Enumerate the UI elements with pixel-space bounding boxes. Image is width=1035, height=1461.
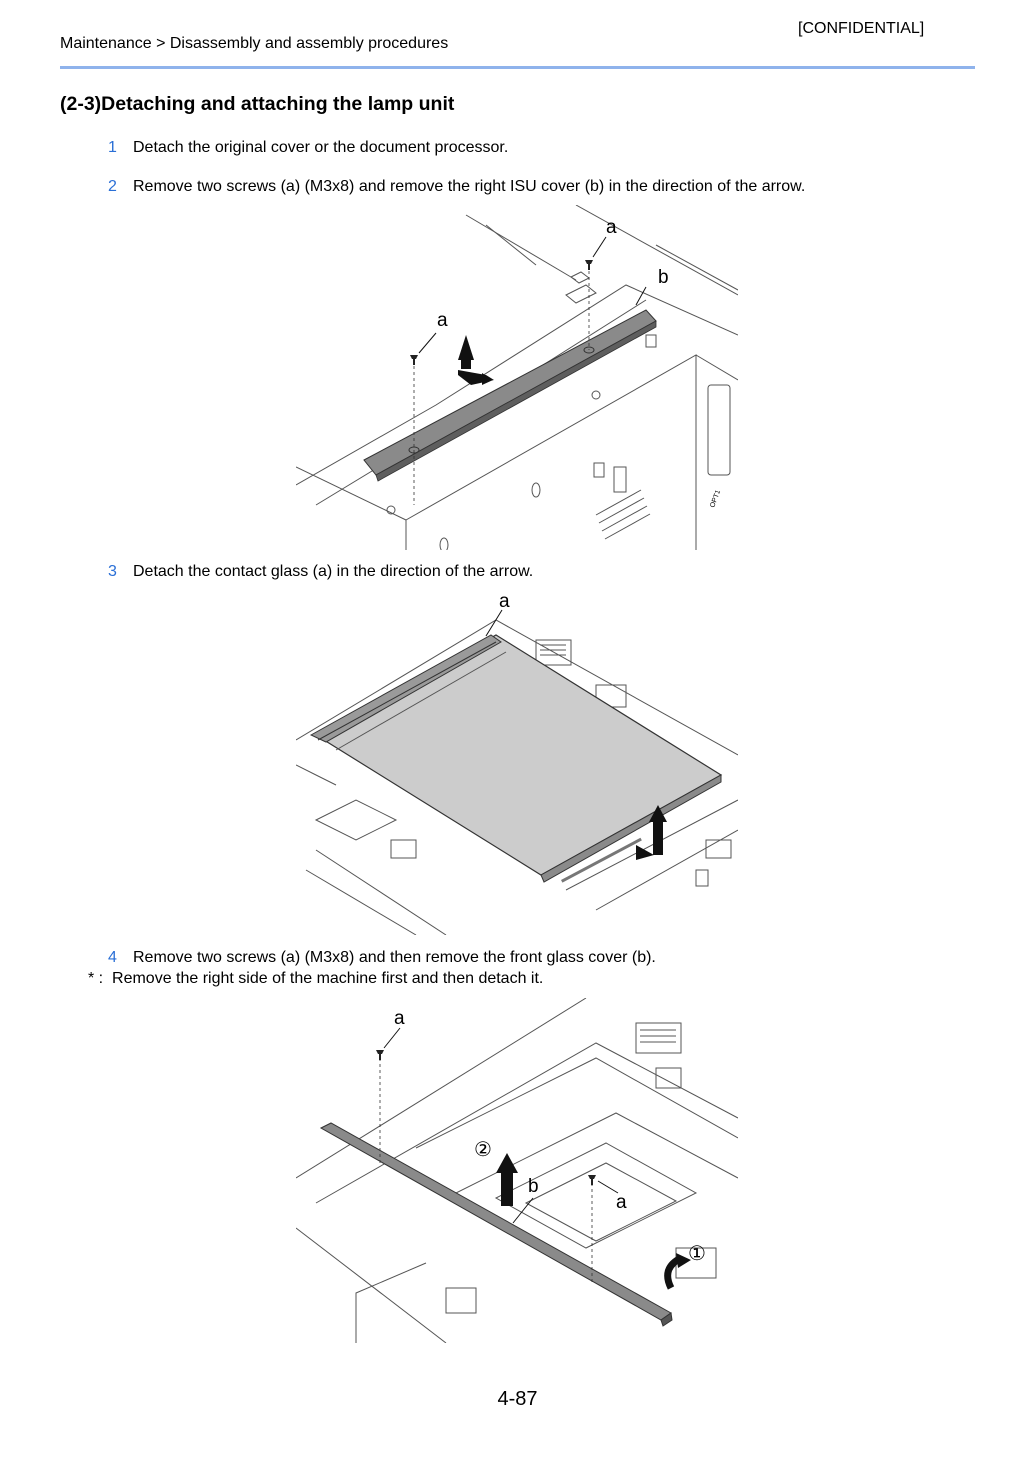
step-text: Detach the original cover or the documen… [133,139,509,156]
step-text: Detach the contact glass (a) in the dire… [133,563,534,580]
step-marker-1: ① [688,1243,706,1265]
panel-tag: OPT1 [709,489,722,509]
note: * : Remove the right side of the machine… [88,970,543,988]
step-3: 3 Detach the contact glass (a) in the dir… [108,563,533,581]
label-a: a [437,310,448,331]
step-number: 4 [108,949,117,966]
label-b: b [528,1176,539,1197]
note-text: Remove the right side of the machine fir… [112,970,544,987]
page-number: 4-87 [497,1388,538,1410]
figure-contact-glass: a [296,590,738,935]
figure-isu-cover: a b a OPT1 [296,205,738,550]
note-mark: * : [88,970,104,987]
confidential-label: [CONFIDENTIAL] [798,20,925,37]
step-text: Remove two screws (a) (M3x8) and then re… [133,949,656,966]
label-a: a [499,591,510,612]
step-number: 1 [108,139,117,156]
section-title: (2-3)Detaching and attaching the lamp un… [60,93,455,115]
breadcrumb: Maintenance > Disassembly and assembly p… [60,35,449,52]
step-4: 4 Remove two screws (a) (M3x8) and then r… [108,949,656,967]
label-a: a [394,1008,405,1029]
step-text: Remove two screws (a) (M3x8) and remove … [133,178,806,195]
label-a: a [606,217,617,238]
step-number: 3 [108,563,117,580]
step-number: 2 [108,178,117,195]
step-1: 1 Detach the original cover or the docume… [108,139,508,157]
label-b: b [658,267,669,288]
step-marker-2: ② [474,1139,492,1161]
step-2: 2 Remove two screws (a) (M3x8) and remove… [108,178,805,196]
figure-front-glass-cover: a b a ② ① [296,998,738,1343]
header-divider [60,66,975,69]
label-a: a [616,1192,627,1213]
